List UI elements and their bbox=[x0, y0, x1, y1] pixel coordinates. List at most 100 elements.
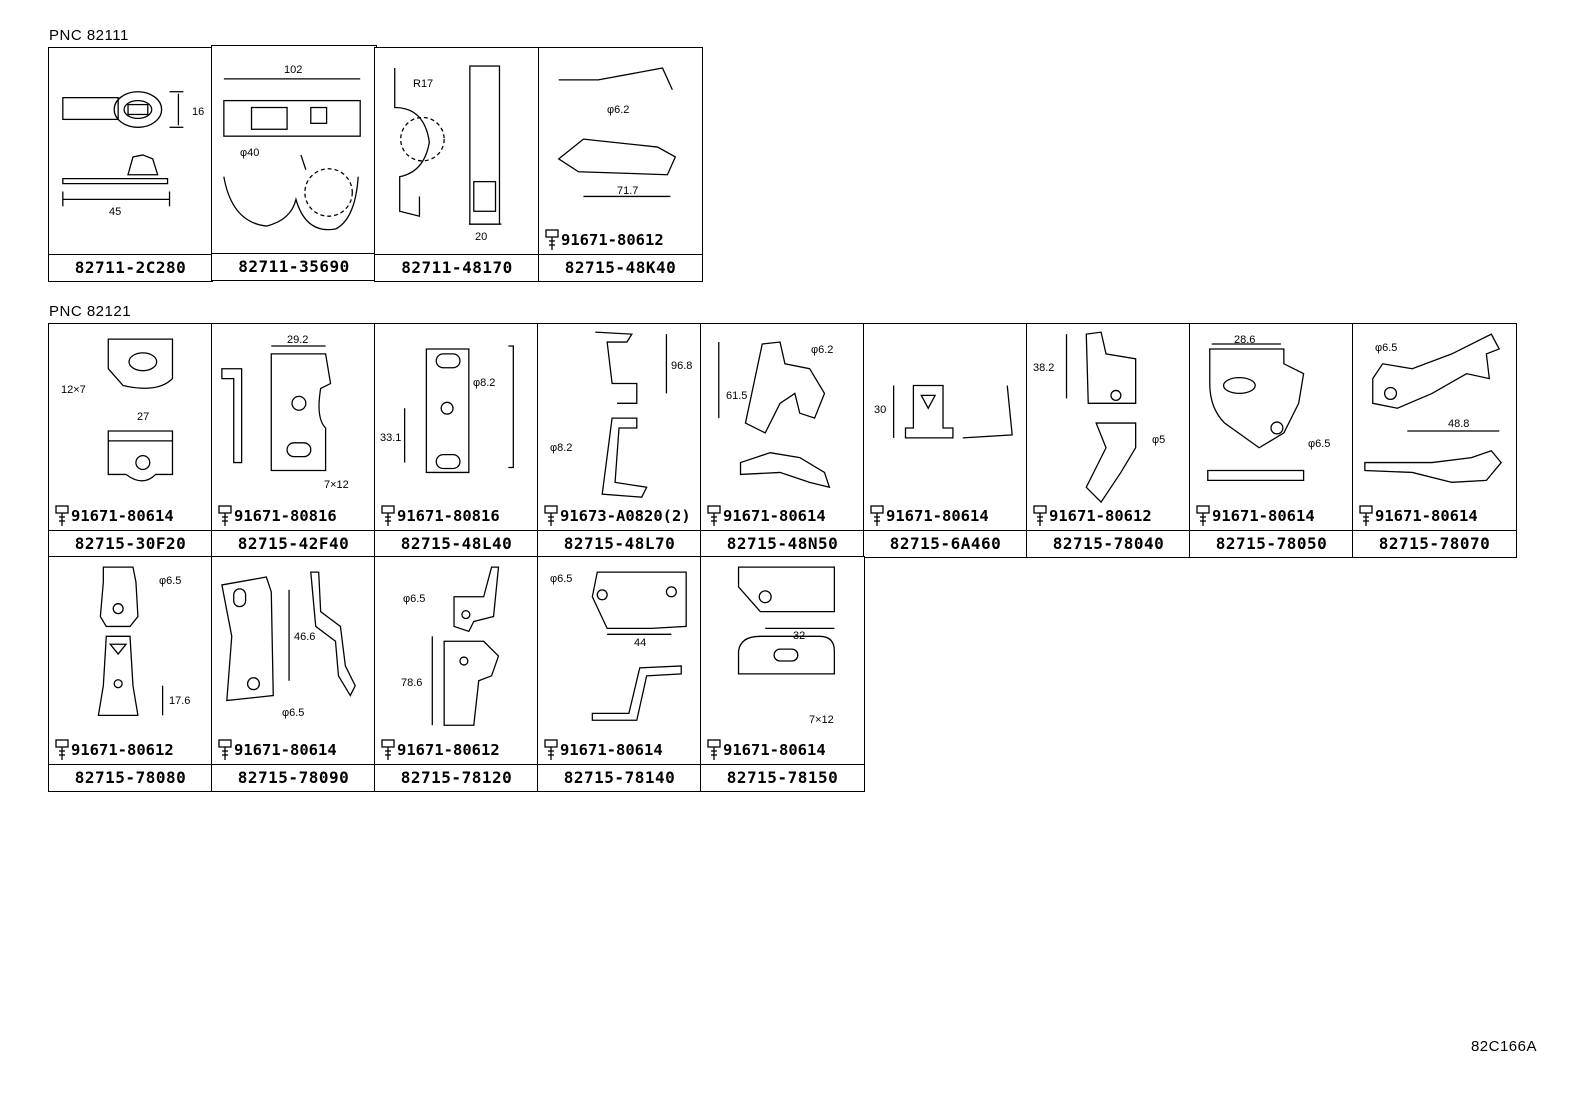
part-number: 82715-48L40 bbox=[375, 530, 538, 557]
part-cell-82715-48L40[interactable]: φ8.2 33.1 91671-80816 82715-48L40 bbox=[374, 323, 539, 558]
bolt-callout: 91671-80816 bbox=[217, 505, 337, 527]
dim-label: φ6.5 bbox=[159, 575, 182, 587]
dim-label: 20 bbox=[475, 231, 488, 243]
bolt-icon bbox=[707, 505, 721, 526]
part-number: 82715-78070 bbox=[1353, 530, 1516, 557]
bolt-callout: 91671-80612 bbox=[544, 229, 664, 251]
dim-label: φ8.2 bbox=[473, 377, 496, 389]
bolt-callout: 91673-A0820(2) bbox=[543, 505, 691, 527]
part-cell-82711-48170[interactable]: R17 20 82711-48170 bbox=[374, 47, 540, 282]
bolt-callout: 91671-80614 bbox=[543, 739, 663, 761]
part-cell-82711-2C280[interactable]: 16 45 82711-2C280 bbox=[48, 47, 213, 282]
bracket-drawing bbox=[97, 566, 164, 716]
bolt-part-number: 91671-80614 bbox=[723, 507, 826, 525]
part-cell-82715-78070[interactable]: φ6.5 48.8 91671-80614 82715-78070 bbox=[1352, 323, 1517, 558]
part-number: 82715-78050 bbox=[1190, 530, 1353, 557]
part-cell-82711-35690[interactable]: 102 φ40 82711-35690 bbox=[211, 45, 377, 281]
bolt-part-number: 91673-A0820(2) bbox=[560, 507, 691, 525]
bolt-icon bbox=[218, 739, 232, 760]
pnc-label-82121: PNC 82121 bbox=[49, 303, 132, 320]
dim-label: φ8.2 bbox=[550, 442, 573, 454]
bolt-callout: 91671-80614 bbox=[706, 505, 826, 527]
bracket-drawing bbox=[107, 338, 174, 482]
bolt-icon bbox=[870, 505, 884, 526]
bolt-icon bbox=[1359, 505, 1373, 526]
part-cell-82715-48L70[interactable]: 96.8 φ8.2 91673-A0820(2) 82715-48L70 bbox=[537, 323, 702, 558]
dim-label: 27 bbox=[137, 411, 150, 423]
bolt-icon bbox=[1033, 505, 1047, 526]
bolt-part-number: 91671-80816 bbox=[397, 507, 500, 525]
part-cell-82715-78120[interactable]: φ6.5 78.6 91671-80612 82715-78120 bbox=[374, 556, 539, 792]
bracket-drawing bbox=[431, 566, 500, 726]
bolt-icon bbox=[218, 505, 232, 526]
bracket-drawing bbox=[892, 384, 1013, 439]
bracket-drawing bbox=[1364, 333, 1503, 483]
part-number: 82715-6A460 bbox=[864, 530, 1027, 557]
part-number: 82711-2C280 bbox=[49, 254, 212, 281]
part-cell-82715-30F20[interactable]: 12×7 27 91671-80614 82715-30F20 bbox=[48, 323, 213, 558]
part-number: 82715-30F20 bbox=[49, 530, 212, 557]
bracket-drawing bbox=[1207, 343, 1305, 481]
bolt-callout: 91671-80614 bbox=[1195, 505, 1315, 527]
part-cell-82715-48K40[interactable]: φ6.2 71.7 91671-80612 82715-48K40 bbox=[538, 47, 703, 282]
bolt-callout: 91671-80614 bbox=[706, 739, 826, 761]
part-number: 82715-78120 bbox=[375, 764, 538, 791]
dim-label: 32 bbox=[793, 630, 806, 642]
dim-label: 78.6 bbox=[401, 677, 423, 689]
pnc-label-82111: PNC 82111 bbox=[49, 27, 129, 44]
bolt-icon bbox=[544, 505, 558, 526]
dim-label: 96.8 bbox=[671, 360, 693, 372]
bracket-drawing bbox=[595, 331, 668, 498]
diagram-code: 82C166A bbox=[1470, 1038, 1537, 1055]
bolt-icon bbox=[545, 229, 559, 250]
part-cell-82715-78150[interactable]: 32 7×12 91671-80614 82715-78150 bbox=[700, 556, 865, 792]
dim-label: 61.5 bbox=[726, 390, 748, 402]
dim-label: 29.2 bbox=[287, 334, 309, 346]
part-cell-82715-42F40[interactable]: 29.2 7×12 91671-80816 82715-42F40 bbox=[211, 323, 376, 558]
dim-label: 16 bbox=[192, 106, 205, 118]
dim-label: 28.6 bbox=[1234, 334, 1256, 346]
dim-label: 71.7 bbox=[617, 185, 639, 197]
dim-label: φ6.5 bbox=[1375, 342, 1398, 354]
dim-label: R17 bbox=[413, 78, 434, 90]
bracket-drawing bbox=[1065, 331, 1137, 504]
dim-label: 48.8 bbox=[1448, 418, 1470, 430]
bolt-callout: 91671-80816 bbox=[380, 505, 500, 527]
part-cell-82715-78140[interactable]: φ6.5 44 91671-80614 82715-78140 bbox=[537, 556, 702, 792]
bolt-part-number: 91671-80614 bbox=[234, 741, 337, 759]
bolt-icon bbox=[381, 505, 395, 526]
bracket-drawing bbox=[557, 67, 677, 198]
part-cell-82715-6A460[interactable]: 30 91671-80614 82715-6A460 bbox=[863, 323, 1028, 558]
bolt-part-number: 91671-80614 bbox=[560, 741, 663, 759]
dim-label: φ6.5 bbox=[403, 593, 426, 605]
part-number: 82715-78080 bbox=[49, 764, 212, 791]
part-cell-82715-78080[interactable]: φ6.5 17.6 91671-80612 82715-78080 bbox=[48, 556, 213, 792]
part-number: 82715-78040 bbox=[1027, 530, 1190, 557]
part-cell-82715-48N50[interactable]: φ6.2 61.5 91671-80614 82715-48N50 bbox=[700, 323, 865, 558]
bolt-callout: 91671-80612 bbox=[54, 739, 174, 761]
dim-label: 30 bbox=[874, 404, 887, 416]
bolt-part-number: 91671-80816 bbox=[234, 507, 337, 525]
bolt-part-number: 91671-80614 bbox=[723, 741, 826, 759]
clamp-drawing bbox=[394, 65, 502, 225]
dim-label: 38.2 bbox=[1033, 362, 1055, 374]
bracket-drawing bbox=[591, 571, 687, 721]
bolt-part-number: 91671-80614 bbox=[1212, 507, 1315, 525]
bolt-callout: 91671-80614 bbox=[1358, 505, 1478, 527]
bracket-drawing bbox=[718, 341, 831, 489]
bolt-callout: 91671-80612 bbox=[1032, 505, 1152, 527]
part-number: 82715-48K40 bbox=[539, 254, 702, 281]
dim-label: φ6.5 bbox=[282, 707, 305, 719]
bolt-callout: 91671-80612 bbox=[380, 739, 500, 761]
part-number: 82715-48N50 bbox=[701, 530, 864, 557]
part-cell-82715-78090[interactable]: 46.6 φ6.5 91671-80614 82715-78090 bbox=[211, 556, 376, 792]
dim-label: 12×7 bbox=[61, 384, 86, 396]
part-cell-82715-78040[interactable]: 38.2 φ5 91671-80612 82715-78040 bbox=[1026, 323, 1191, 558]
bolt-icon bbox=[1196, 505, 1210, 526]
bolt-callout: 91671-80614 bbox=[217, 739, 337, 761]
dim-label: 7×12 bbox=[809, 714, 834, 726]
part-cell-82715-78050[interactable]: 28.6 φ6.5 91671-80614 82715-78050 bbox=[1189, 323, 1354, 558]
dim-label: φ6.5 bbox=[1308, 438, 1331, 450]
bolt-part-number: 91671-80614 bbox=[71, 507, 174, 525]
bolt-icon bbox=[55, 505, 69, 526]
